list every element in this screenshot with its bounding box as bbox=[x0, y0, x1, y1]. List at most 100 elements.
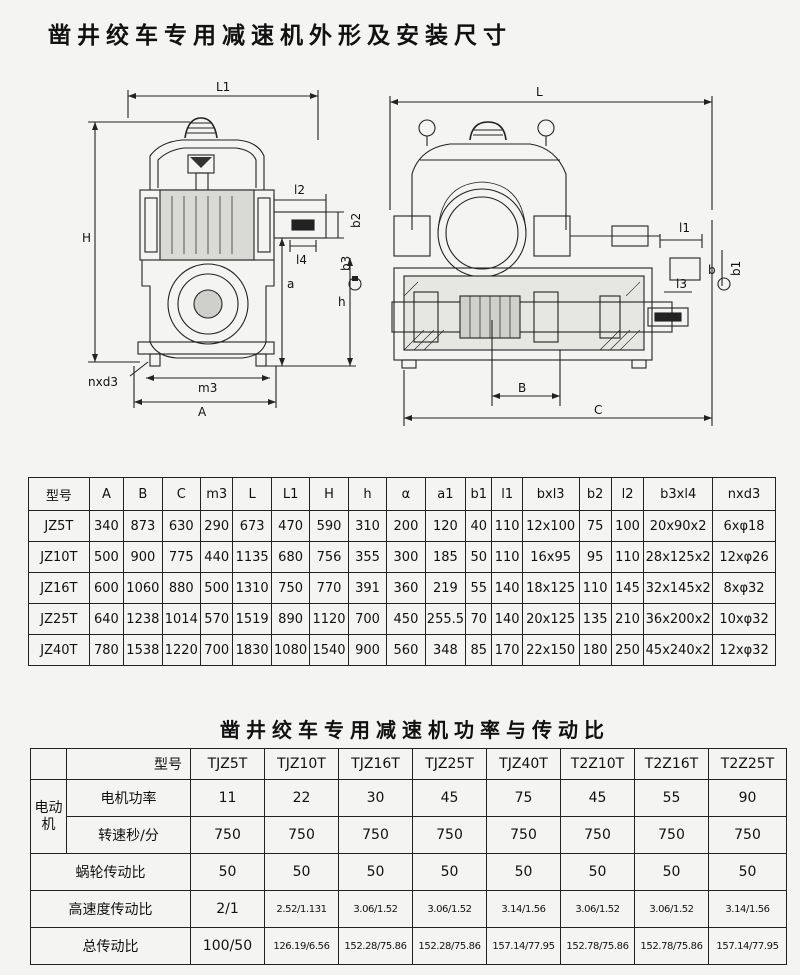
table-cell: 1238 bbox=[123, 603, 163, 635]
table-cell: 360 bbox=[386, 572, 426, 604]
table-cell: 3.06/1.52 bbox=[560, 890, 635, 928]
table-cell: 50 bbox=[634, 853, 709, 891]
table-cell: 3.06/1.52 bbox=[338, 890, 413, 928]
table-cell: 290 bbox=[200, 510, 234, 542]
table-cell: 45 bbox=[560, 779, 635, 817]
table-cell: 1519 bbox=[232, 603, 272, 635]
table-cell: 590 bbox=[309, 510, 349, 542]
table-cell: 85 bbox=[465, 634, 493, 666]
table-cell: 110 bbox=[610, 541, 645, 573]
table-cell: 10xφ32 bbox=[712, 603, 776, 635]
table-cell: 36x200x2 bbox=[643, 603, 714, 635]
model-header-cell: TJZ25T bbox=[412, 748, 487, 780]
table-cell: 750 bbox=[708, 816, 787, 854]
table-cell: 310 bbox=[347, 510, 388, 542]
table-cell: 750 bbox=[190, 816, 265, 854]
table-cell: 1310 bbox=[232, 572, 272, 604]
label-l4: l4 bbox=[296, 253, 307, 267]
table-cell: 50 bbox=[412, 853, 487, 891]
table-cell: 110 bbox=[491, 510, 523, 542]
table-cell: 750 bbox=[486, 816, 561, 854]
table-cell: 391 bbox=[347, 572, 388, 604]
table-cell: 3.14/1.56 bbox=[486, 890, 561, 928]
table-cell: 340 bbox=[88, 510, 125, 542]
row-label: 蜗轮传动比 bbox=[30, 853, 191, 891]
table-cell: 450 bbox=[386, 603, 426, 635]
table-cell: 775 bbox=[161, 541, 202, 573]
row-group-label: 电动机 bbox=[30, 779, 67, 854]
table-cell: 750 bbox=[634, 816, 709, 854]
table-cell: 145 bbox=[610, 572, 645, 604]
table-cell: JZ40T bbox=[28, 634, 90, 666]
table-cell: 1080 bbox=[270, 634, 311, 666]
table-cell: 170 bbox=[491, 634, 523, 666]
header-cell: H bbox=[309, 477, 349, 511]
table-cell: 1135 bbox=[232, 541, 272, 573]
table-cell: 110 bbox=[578, 572, 612, 604]
table-cell: JZ25T bbox=[28, 603, 90, 635]
table-cell: 12x100 bbox=[521, 510, 580, 542]
table-cell: 680 bbox=[270, 541, 311, 573]
table-cell: 157.14/77.95 bbox=[486, 927, 561, 965]
table-cell: 152.78/75.86 bbox=[560, 927, 635, 965]
table-cell: 750 bbox=[338, 816, 413, 854]
label-l1: l1 bbox=[679, 221, 690, 235]
table-cell: 22x150 bbox=[521, 634, 580, 666]
label-l3: l3 bbox=[676, 277, 687, 291]
header-cell: b1 bbox=[465, 477, 493, 511]
label-L1: L1 bbox=[216, 80, 230, 94]
table-cell: 70 bbox=[465, 603, 493, 635]
table-cell: 500 bbox=[88, 541, 125, 573]
row-label: 总传动比 bbox=[30, 927, 191, 965]
table-cell: 2.52/1.131 bbox=[264, 890, 339, 928]
table-cell: 16x95 bbox=[521, 541, 580, 573]
table-cell: 50 bbox=[338, 853, 413, 891]
header-cell: l1 bbox=[491, 477, 523, 511]
table-cell: 750 bbox=[264, 816, 339, 854]
table-cell: 140 bbox=[491, 603, 523, 635]
model-header-cell: T2Z25T bbox=[708, 748, 787, 780]
header-cell: b2 bbox=[578, 477, 612, 511]
label-l2: l2 bbox=[294, 183, 305, 197]
table-cell: 3.06/1.52 bbox=[634, 890, 709, 928]
header-cell: h bbox=[347, 477, 388, 511]
table-cell: 673 bbox=[232, 510, 272, 542]
table-cell: 873 bbox=[123, 510, 163, 542]
power-table-title: 凿井绞车专用减速机功率与传动比 bbox=[220, 718, 610, 742]
table-cell: 300 bbox=[386, 541, 426, 573]
table-cell: 700 bbox=[347, 603, 388, 635]
front-view: L l1 bbox=[389, 85, 743, 426]
table-cell: 95 bbox=[578, 541, 612, 573]
table-cell: 440 bbox=[200, 541, 234, 573]
table-cell: 3.06/1.52 bbox=[412, 890, 487, 928]
table-cell: 50 bbox=[465, 541, 493, 573]
table-cell: 50 bbox=[264, 853, 339, 891]
table-cell: 890 bbox=[270, 603, 311, 635]
table-cell: 750 bbox=[270, 572, 311, 604]
label-B: B bbox=[518, 381, 526, 395]
row-label: 高速度传动比 bbox=[30, 890, 191, 928]
table-cell: 20x90x2 bbox=[643, 510, 714, 542]
table-cell: 110 bbox=[491, 541, 523, 573]
label-b2: b2 bbox=[349, 213, 363, 228]
header-cell: B bbox=[123, 477, 163, 511]
table-cell: 55 bbox=[465, 572, 493, 604]
table-cell: 185 bbox=[424, 541, 467, 573]
header-cell: m3 bbox=[200, 477, 234, 511]
table-cell: 100 bbox=[610, 510, 645, 542]
table-cell: 770 bbox=[309, 572, 349, 604]
table-cell: JZ16T bbox=[28, 572, 90, 604]
table-cell: 1060 bbox=[123, 572, 163, 604]
table-cell: 135 bbox=[578, 603, 612, 635]
table-cell: 18x125 bbox=[521, 572, 580, 604]
header-cell: C bbox=[161, 477, 202, 511]
label-C: C bbox=[594, 403, 602, 417]
table-cell: 120 bbox=[424, 510, 467, 542]
table-cell: 75 bbox=[486, 779, 561, 817]
label-nxd3: nxd3 bbox=[88, 375, 118, 389]
